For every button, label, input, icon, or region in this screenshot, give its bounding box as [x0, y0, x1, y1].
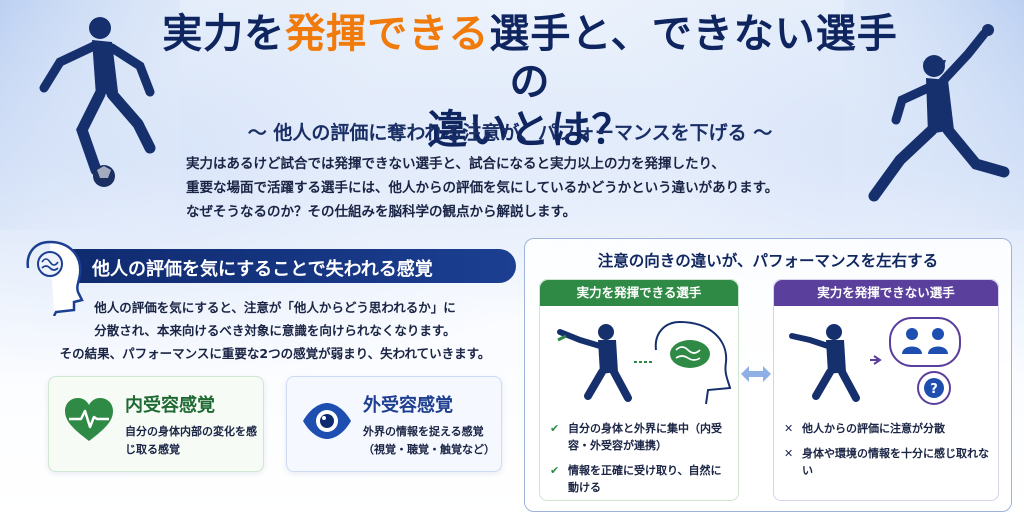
- title-accent: 発揮できる: [285, 11, 490, 57]
- title-line2: 違いとは？: [427, 107, 633, 153]
- page-title: 実力を発揮できる選手と、できない選手の 違いとは？: [150, 10, 910, 154]
- subtitle: 〜 他人の評価に奪われる注意が、パフォーマンスを下げる 〜: [247, 122, 773, 144]
- left-body-line: 他人の評価を気にすると、注意が「他人からどう思われるか」に: [94, 300, 456, 315]
- baseball-pitcher-illustration: [844, 0, 1024, 230]
- interoception-text: 自分の身体内部の変化を感じ取る感覚: [125, 425, 257, 456]
- header-bar: [56, 249, 516, 283]
- title-part1: 実力を: [162, 11, 286, 57]
- focused-batter-illustration: [557, 321, 732, 405]
- head-brain-icon: [26, 240, 84, 316]
- soccer-player-illustration: [0, 0, 180, 230]
- exteroception-text: 外界の情報を捉える感覚（視覚・聴覚・触覚など）: [363, 425, 495, 456]
- check-icon: ✔: [550, 422, 560, 435]
- left-header-text: 他人の評価を気にすることで失われる感覚: [92, 259, 433, 280]
- distracted-batter-illustration: ?: [789, 317, 961, 405]
- intro-line: なぜそうなるのか？その仕組みを脳科学の観点から解説します。: [186, 204, 577, 220]
- underperformer-column: 実力を発揮できない選手 ? ✕ 他人からの評価に注意が分散 ✕ 身体や環境の情報を十…: [773, 279, 999, 501]
- underperformer-header: 実力を発揮できない選手: [774, 280, 998, 306]
- intro-line: 重要な場面で活躍する選手には、他人からの評価を気にしているかどうかという違いがあ…: [186, 180, 779, 196]
- cross-icon: ✕: [784, 422, 794, 435]
- list-item: ✕ 身体や環境の情報を十分に感じ取れない: [784, 445, 992, 479]
- performer-list: ✔ 自分の身体と外界に集中（内受容・外受容が連携） ✔ 情報を正確に受け取り、自然に…: [550, 420, 732, 504]
- underperformer-list: ✕ 他人からの評価に注意が分散 ✕ 身体や環境の情報を十分に感じ取れない: [784, 420, 992, 487]
- heart-pulse-icon: [65, 398, 113, 441]
- left-body-line: 分散され、本来向けるべき対象に意識を向けられなくなります。: [94, 323, 456, 338]
- list-item: ✔ 自分の身体と外界に集中（内受容・外受容が連携）: [550, 420, 732, 454]
- left-body-line: その結果、パフォーマンスに重要な2つの感覚が弱まり、失われていきます。: [59, 346, 491, 361]
- check-icon: ✔: [550, 464, 560, 477]
- comparison-title: 注意の向きの違いが、パフォーマンスを左右する: [597, 252, 939, 270]
- list-item: ✔ 情報を正確に受け取り、自然に動ける: [550, 462, 732, 496]
- title-part2: 選手と、できない選手の: [489, 11, 898, 105]
- left-body-text: 他人の評価を気にすると、注意が「他人からどう思われるか」に 分散され、本来向ける…: [40, 296, 510, 365]
- list-item-text: 自分の身体と外界に集中（内受容・外受容が連携）: [568, 422, 722, 452]
- interoception-card: 内受容感覚 自分の身体内部の変化を感じ取る感覚: [48, 376, 264, 472]
- exteroception-title: 外受容感覚: [363, 395, 453, 416]
- double-arrow-icon: [741, 366, 771, 382]
- performer-column: 実力を発揮できる選手 ✔ 自分の身体と外界に集中（内受容・外受容が連携） ✔ 情報を…: [539, 279, 739, 501]
- left-section-header: 他人の評価を気にすることで失われる感覚: [16, 245, 516, 285]
- exteroception-card: 外受容感覚 外界の情報を捉える感覚（視覚・聴覚・触覚など）: [286, 376, 502, 472]
- interoception-title: 内受容感覚: [125, 395, 215, 416]
- cross-icon: ✕: [784, 447, 794, 460]
- list-item: ✕ 他人からの評価に注意が分散: [784, 420, 992, 437]
- comparison-panel: 注意の向きの違いが、パフォーマンスを左右する 実力を発揮できる選手 ✔ 自分の身体…: [524, 238, 1012, 512]
- svg-text:?: ?: [930, 382, 938, 397]
- list-item-text: 他人からの評価に注意が分散: [802, 422, 945, 435]
- eye-icon: [303, 403, 351, 439]
- intro-line: 実力はあるけど試合では発揮できない選手と、試合になると実力以上の力を発揮したり、: [186, 156, 725, 172]
- intro-text: 実力はあるけど試合では発揮できない選手と、試合になると実力以上の力を発揮したり、…: [186, 152, 846, 224]
- list-item-text: 身体や環境の情報を十分に感じ取れない: [802, 447, 989, 477]
- list-item-text: 情報を正確に受け取り、自然に動ける: [568, 464, 722, 494]
- performer-header: 実力を発揮できる選手: [540, 280, 738, 306]
